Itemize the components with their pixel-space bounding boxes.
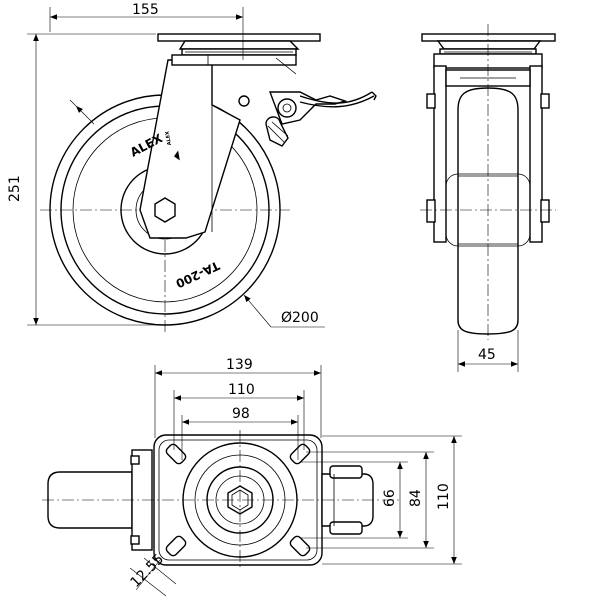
rivet-icon [238,95,250,107]
dim-diameter: Ø200 [281,310,319,326]
brake-pedal-wire [299,91,373,104]
front-view: 45 [420,24,556,372]
axle-nut-right [540,199,550,223]
wheel-model-label: TA-200 [174,258,222,290]
front-fork-leg-left [433,65,447,243]
dim-height: 251 [7,175,23,202]
top-view: 139 110 98 66 84 110 12.55 [42,357,462,597]
brake-pivot-icon [277,98,297,118]
dim-mount-width: 155 [132,2,159,18]
front-brake-bolt-right [540,93,550,109]
slot-hole-icon [289,443,311,465]
slot-hole-icon [165,443,187,465]
front-brake-bolt-left [426,93,436,109]
logo-arrow-icon [174,150,180,161]
mounting-plate [157,33,321,42]
slot-holes [165,443,311,557]
axle-nut-icon [154,197,176,223]
dim-hole-pitch-a: 110 [228,382,255,398]
dim-wheel-width: 45 [478,347,496,363]
wheel-small-logo: ALEX [165,130,173,145]
slot-hole-icon [165,535,187,557]
front-mount-plate [421,33,556,42]
dim-hole-pitch-c: 66 [382,489,398,507]
dim-hole-pitch-b: 98 [232,406,250,422]
side-view: ALEX ALEX TA-200 155 251 Ø200 [7,2,377,332]
axle-nut-left [426,199,436,223]
swivel-head [178,40,300,50]
slot-hole-icon [289,535,311,557]
front-fork-leg-right [529,65,543,243]
dim-hole-pitch-d: 84 [408,489,424,507]
dim-leader-dia [243,294,272,328]
fork-crown [171,54,297,66]
dim-plate-width: 139 [226,357,253,373]
brake-lever [268,91,348,125]
dim-plate-length: 110 [436,483,452,510]
front-swivel-head [436,40,542,50]
brake-shoe [265,116,289,147]
brake-mechanism [265,91,377,147]
